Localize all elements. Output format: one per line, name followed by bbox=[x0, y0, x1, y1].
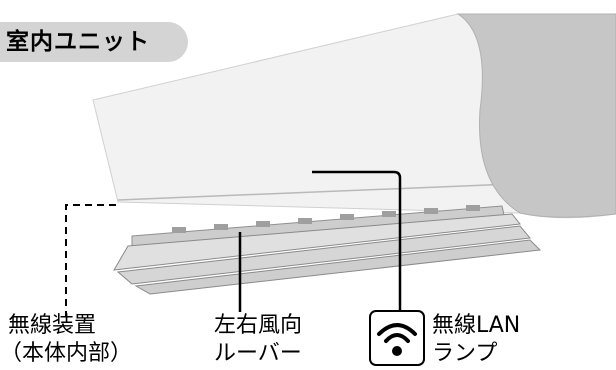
lan-lamp-label-line2: ランプ bbox=[432, 341, 498, 366]
lan-lamp-leader-line bbox=[312, 170, 402, 310]
wifi-icon bbox=[377, 323, 417, 356]
title-badge bbox=[0, 22, 188, 62]
lan-lamp-label-line1: 無線LAN bbox=[432, 313, 521, 338]
louver-label-line2: ルーバー bbox=[214, 341, 302, 366]
louver-fins bbox=[172, 205, 480, 233]
wireless-device-label-line1: 無線装置 bbox=[8, 313, 97, 338]
wireless-device-leader-line bbox=[65, 204, 116, 316]
louver-blade-1 bbox=[113, 213, 521, 271]
page-title: 室内ユニット bbox=[6, 29, 150, 55]
front-panel-edge bbox=[117, 183, 513, 201]
side-cover bbox=[456, 13, 616, 218]
lan-lamp-indicator bbox=[369, 310, 425, 366]
wireless-device-label-line2: （本体内部） bbox=[0, 341, 133, 366]
louver-blade-3 bbox=[134, 239, 542, 295]
louver-blade-2 bbox=[116, 225, 531, 285]
louver-label-line1: 左右風向 bbox=[214, 313, 303, 338]
